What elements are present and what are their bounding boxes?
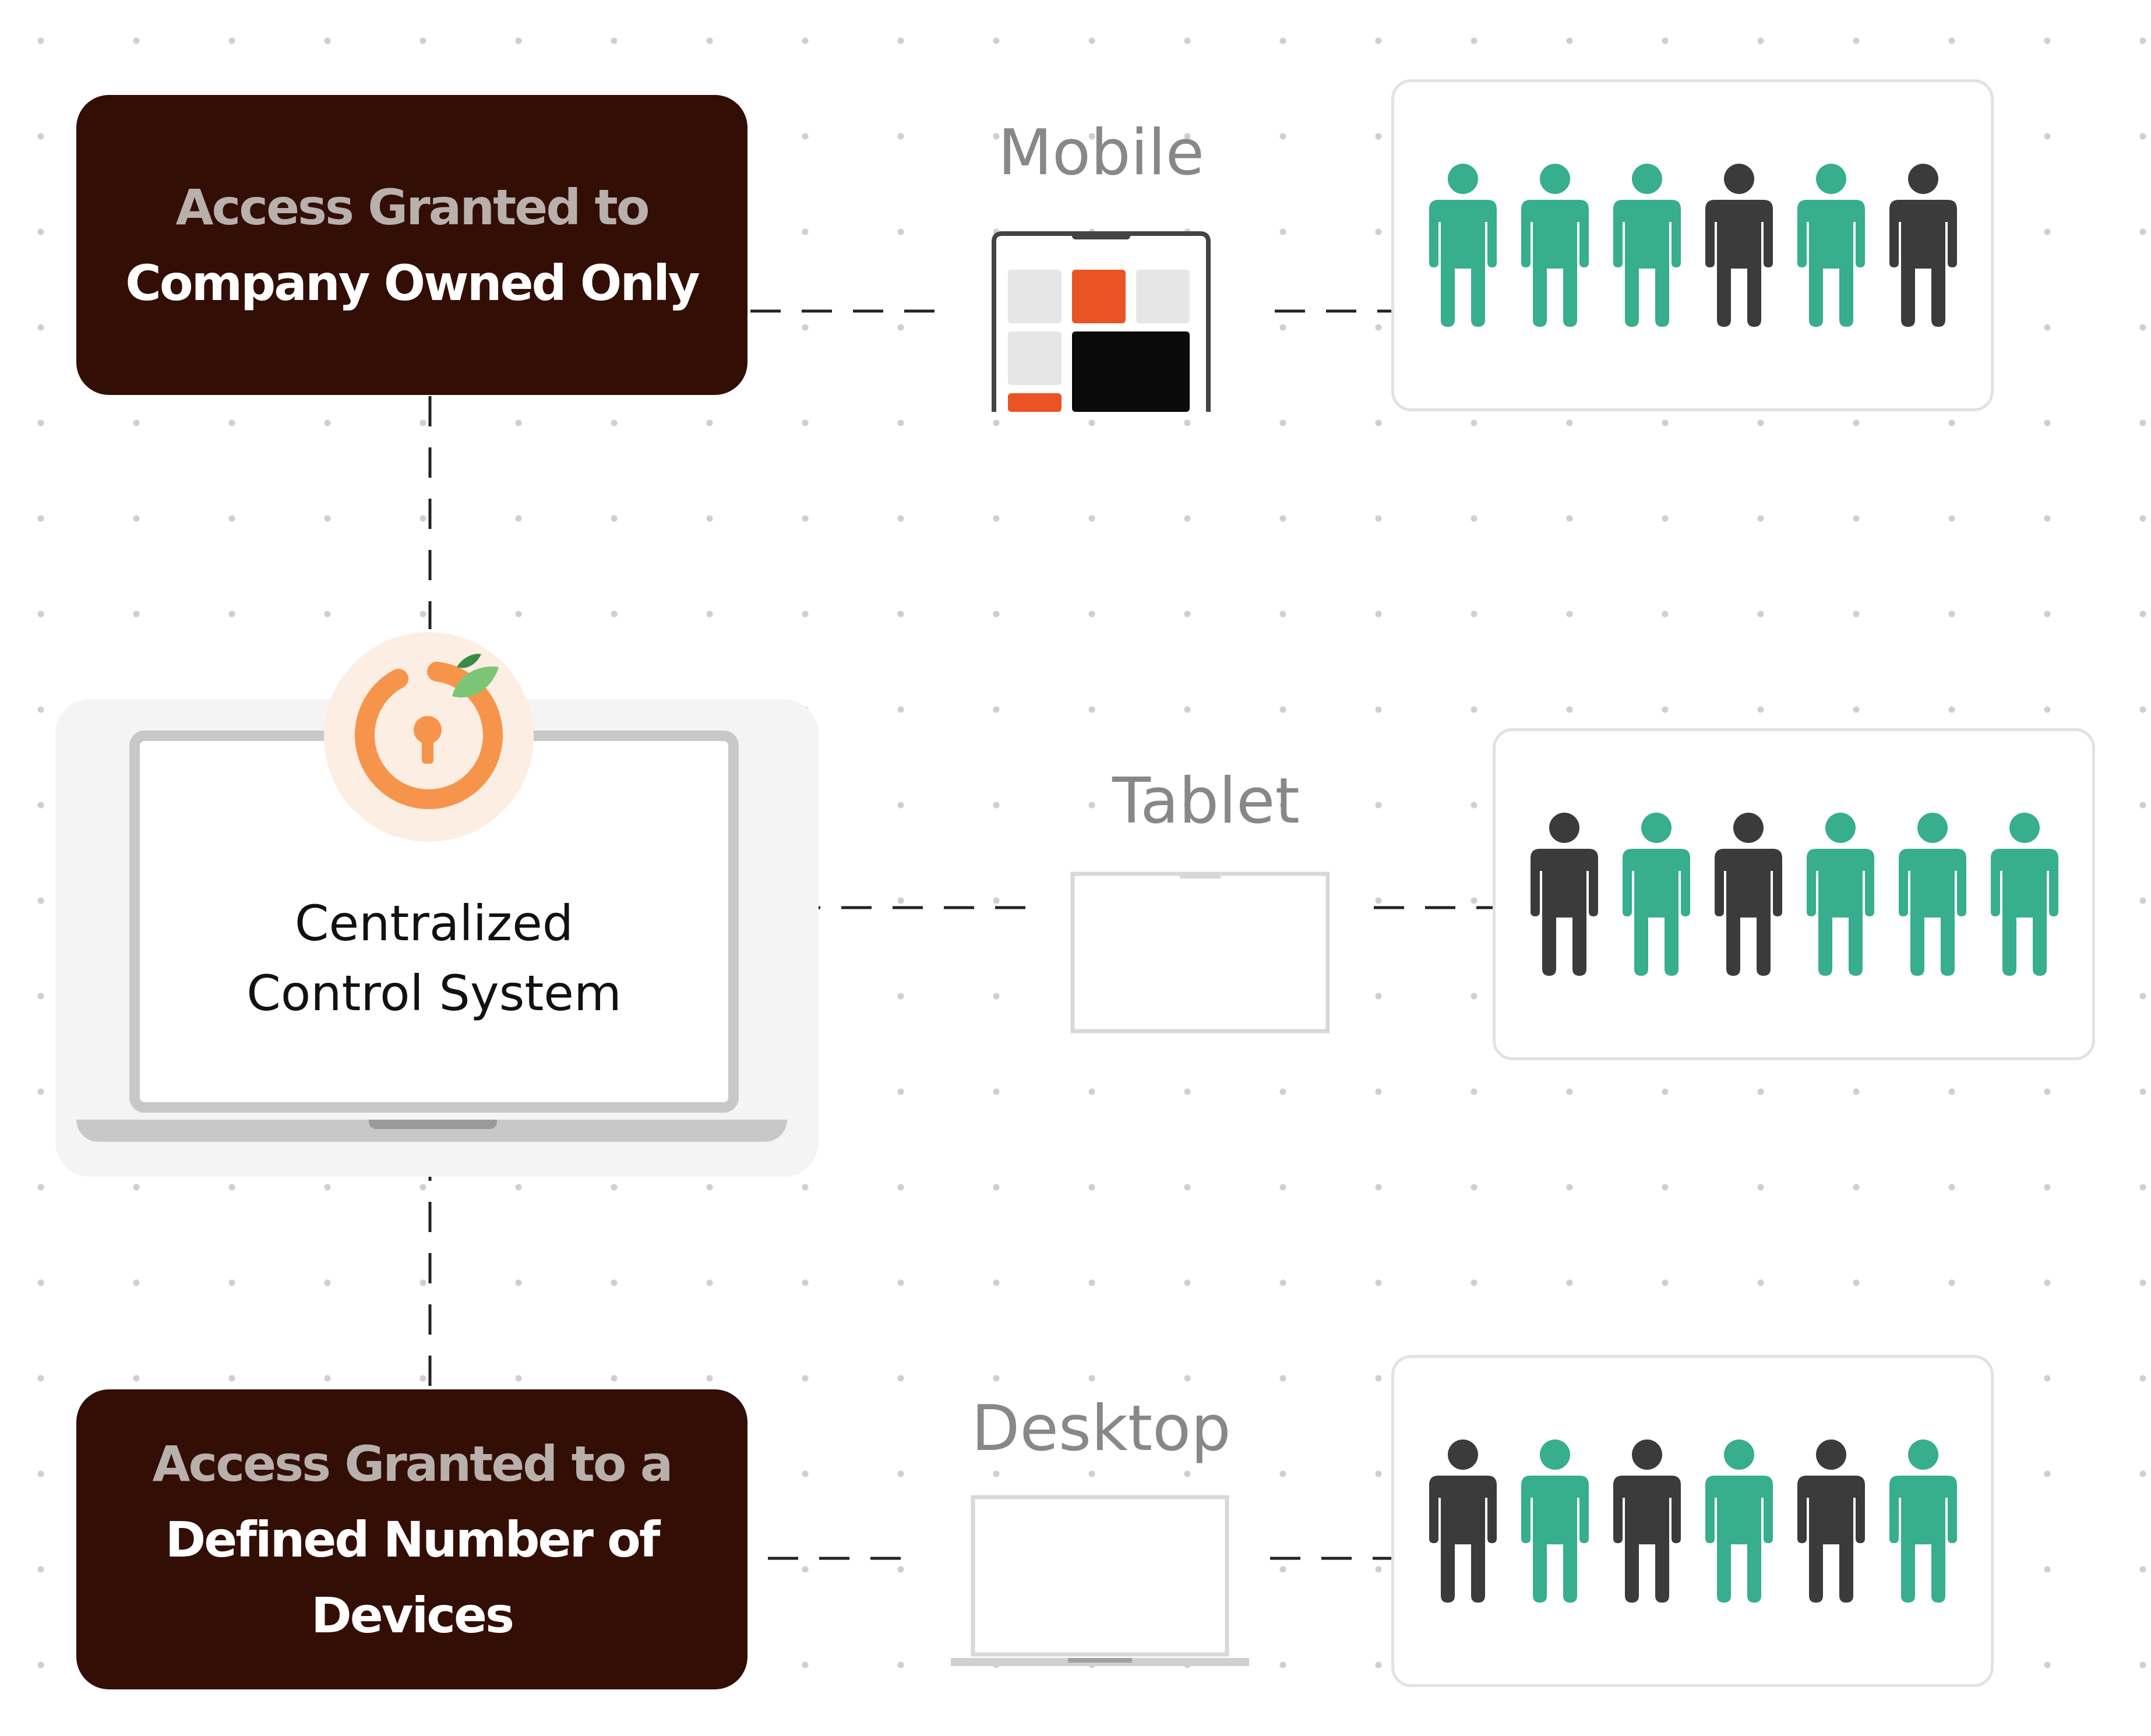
policy-top-line-2: Company Owned Only [125,254,700,312]
user-icon [1991,813,2058,976]
laptop-notch [369,1120,497,1129]
device-label-desktop: Desktop [971,1392,1231,1465]
central-title: Centralized Control System [129,888,739,1028]
user-icon [1705,1439,1773,1603]
policy-box-company-owned: Access Granted to Company Owned Only [76,95,747,395]
policy-bottom-line-2: Defined Number of [165,1511,661,1568]
user-panel-tablet [1493,728,2095,1060]
user-icon [1613,1439,1681,1603]
policy-top-line-1: Access Granted to [175,178,650,236]
user-icon [1797,164,1865,327]
user-icon [1889,1439,1957,1603]
user-icon [1429,1439,1497,1603]
user-icon [1429,164,1497,327]
policy-bottom-line-3: Devices [311,1586,514,1644]
user-icon [1521,164,1589,327]
central-title-line-1: Centralized [294,895,574,952]
central-title-line-2: Control System [246,965,622,1022]
user-icon [1797,1439,1865,1603]
policy-box-defined-devices: Access Granted to a Defined Number of De… [76,1389,747,1689]
laptop-icon [951,1495,1249,1666]
user-icon [1521,1439,1589,1603]
smartphone-icon [992,231,1211,412]
user-icon [1715,813,1782,976]
user-icon [1899,813,1966,976]
policy-bottom-line-1: Access Granted to a [152,1435,673,1492]
tablet-icon [1070,871,1330,1033]
user-icon [1531,813,1598,976]
user-icon [1623,813,1690,976]
device-label-tablet: Tablet [1112,765,1300,838]
user-icon [1705,164,1773,327]
user-icon [1807,813,1874,976]
user-panel-desktop [1391,1355,1994,1687]
user-icon [1889,164,1957,327]
device-label-mobile: Mobile [997,117,1205,189]
lock-icon [355,654,503,809]
user-icon [1613,164,1681,327]
user-panel-mobile [1391,79,1994,411]
